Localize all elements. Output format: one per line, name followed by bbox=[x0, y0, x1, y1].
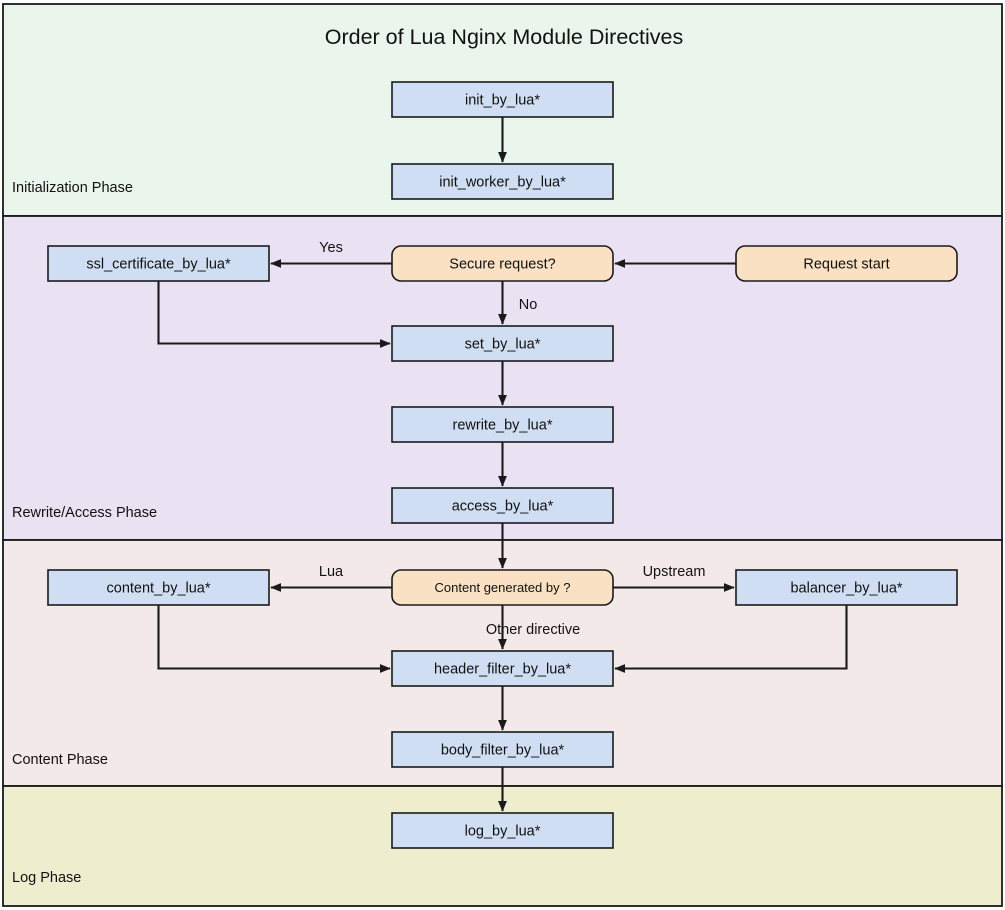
edge-label-no: No bbox=[519, 297, 538, 313]
node-content-by-lua-label: content_by_lua* bbox=[107, 580, 211, 596]
node-secure-request-box[interactable] bbox=[391, 245, 614, 282]
node-content-generated-by-label: Content generated by ? bbox=[435, 580, 571, 595]
node-init-by-lua-label: init_by_lua* bbox=[465, 92, 540, 108]
node-body-filter-by-lua-label: body_filter_by_lua* bbox=[441, 742, 565, 758]
edge-label-lua: Lua bbox=[319, 564, 344, 580]
node-set-by-lua-label: set_by_lua* bbox=[465, 336, 541, 352]
node-balancer-by-lua-label: balancer_by_lua* bbox=[790, 580, 902, 596]
diagram-title: Order of Lua Nginx Module Directives bbox=[325, 25, 684, 49]
phase-label-log: Log Phase bbox=[12, 870, 81, 886]
node-body-filter-by-lua[interactable]: body_filter_by_lua* bbox=[391, 731, 614, 768]
node-rewrite-by-lua-box[interactable] bbox=[391, 406, 614, 443]
node-body-filter-by-lua-box[interactable] bbox=[391, 731, 614, 768]
node-ssl-certificate-by-lua[interactable]: ssl_certificate_by_lua* bbox=[47, 245, 270, 282]
node-header-filter-by-lua-label: header_filter_by_lua* bbox=[434, 661, 571, 677]
node-request-start-label: Request start bbox=[803, 256, 889, 272]
edge-contentbylua-to-headerfilter bbox=[157, 605, 391, 673]
node-secure-request[interactable]: Secure request? bbox=[391, 245, 614, 282]
node-ssl-certificate-by-lua-label: ssl_certificate_by_lua* bbox=[86, 256, 231, 272]
node-secure-request-label: Secure request? bbox=[449, 256, 555, 272]
node-access-by-lua[interactable]: access_by_lua* bbox=[391, 487, 614, 524]
node-balancer-by-lua[interactable]: balancer_by_lua* bbox=[735, 569, 958, 606]
node-request-start[interactable]: Request start bbox=[735, 245, 958, 282]
node-init-by-lua-box[interactable] bbox=[391, 81, 614, 118]
node-balancer-by-lua-box[interactable] bbox=[735, 569, 958, 606]
node-set-by-lua[interactable]: set_by_lua* bbox=[391, 325, 614, 362]
node-init-worker-by-lua-label: init_worker_by_lua* bbox=[439, 174, 566, 190]
phase-label-content: Content Phase bbox=[12, 752, 108, 768]
node-rewrite-by-lua-label: rewrite_by_lua* bbox=[453, 417, 553, 433]
edge-balancer-to-headerfilter bbox=[614, 605, 848, 673]
phase-label-rewrite-access: Rewrite/Access Phase bbox=[12, 505, 157, 521]
node-ssl-certificate-by-lua-box[interactable] bbox=[47, 245, 270, 282]
node-content-by-lua[interactable]: content_by_lua* bbox=[47, 569, 270, 606]
phase-label-initialization: Initialization Phase bbox=[12, 180, 133, 196]
node-access-by-lua-label: access_by_lua* bbox=[452, 498, 554, 514]
node-content-generated-by-box[interactable] bbox=[391, 569, 614, 606]
node-header-filter-by-lua[interactable]: header_filter_by_lua* bbox=[391, 650, 614, 687]
node-access-by-lua-box[interactable] bbox=[391, 487, 614, 524]
edge-label-yes: Yes bbox=[319, 240, 343, 256]
node-log-by-lua[interactable]: log_by_lua* bbox=[391, 812, 614, 849]
edge-label-upstream: Upstream bbox=[643, 564, 706, 580]
node-log-by-lua-box[interactable] bbox=[391, 812, 614, 849]
node-request-start-box[interactable] bbox=[735, 245, 958, 282]
node-content-generated-by[interactable]: Content generated by ? bbox=[391, 569, 614, 606]
node-set-by-lua-box[interactable] bbox=[391, 325, 614, 362]
node-header-filter-by-lua-box[interactable] bbox=[391, 650, 614, 687]
node-log-by-lua-label: log_by_lua* bbox=[465, 823, 541, 839]
edge-label-other-directive: Other directive bbox=[486, 622, 580, 638]
node-rewrite-by-lua[interactable]: rewrite_by_lua* bbox=[391, 406, 614, 443]
node-init-by-lua[interactable]: init_by_lua* bbox=[391, 81, 614, 118]
node-init-worker-by-lua[interactable]: init_worker_by_lua* bbox=[391, 163, 614, 200]
node-init-worker-by-lua-box[interactable] bbox=[391, 163, 614, 200]
edge-ssl-to-set bbox=[157, 281, 391, 348]
node-content-by-lua-box[interactable] bbox=[47, 569, 270, 606]
